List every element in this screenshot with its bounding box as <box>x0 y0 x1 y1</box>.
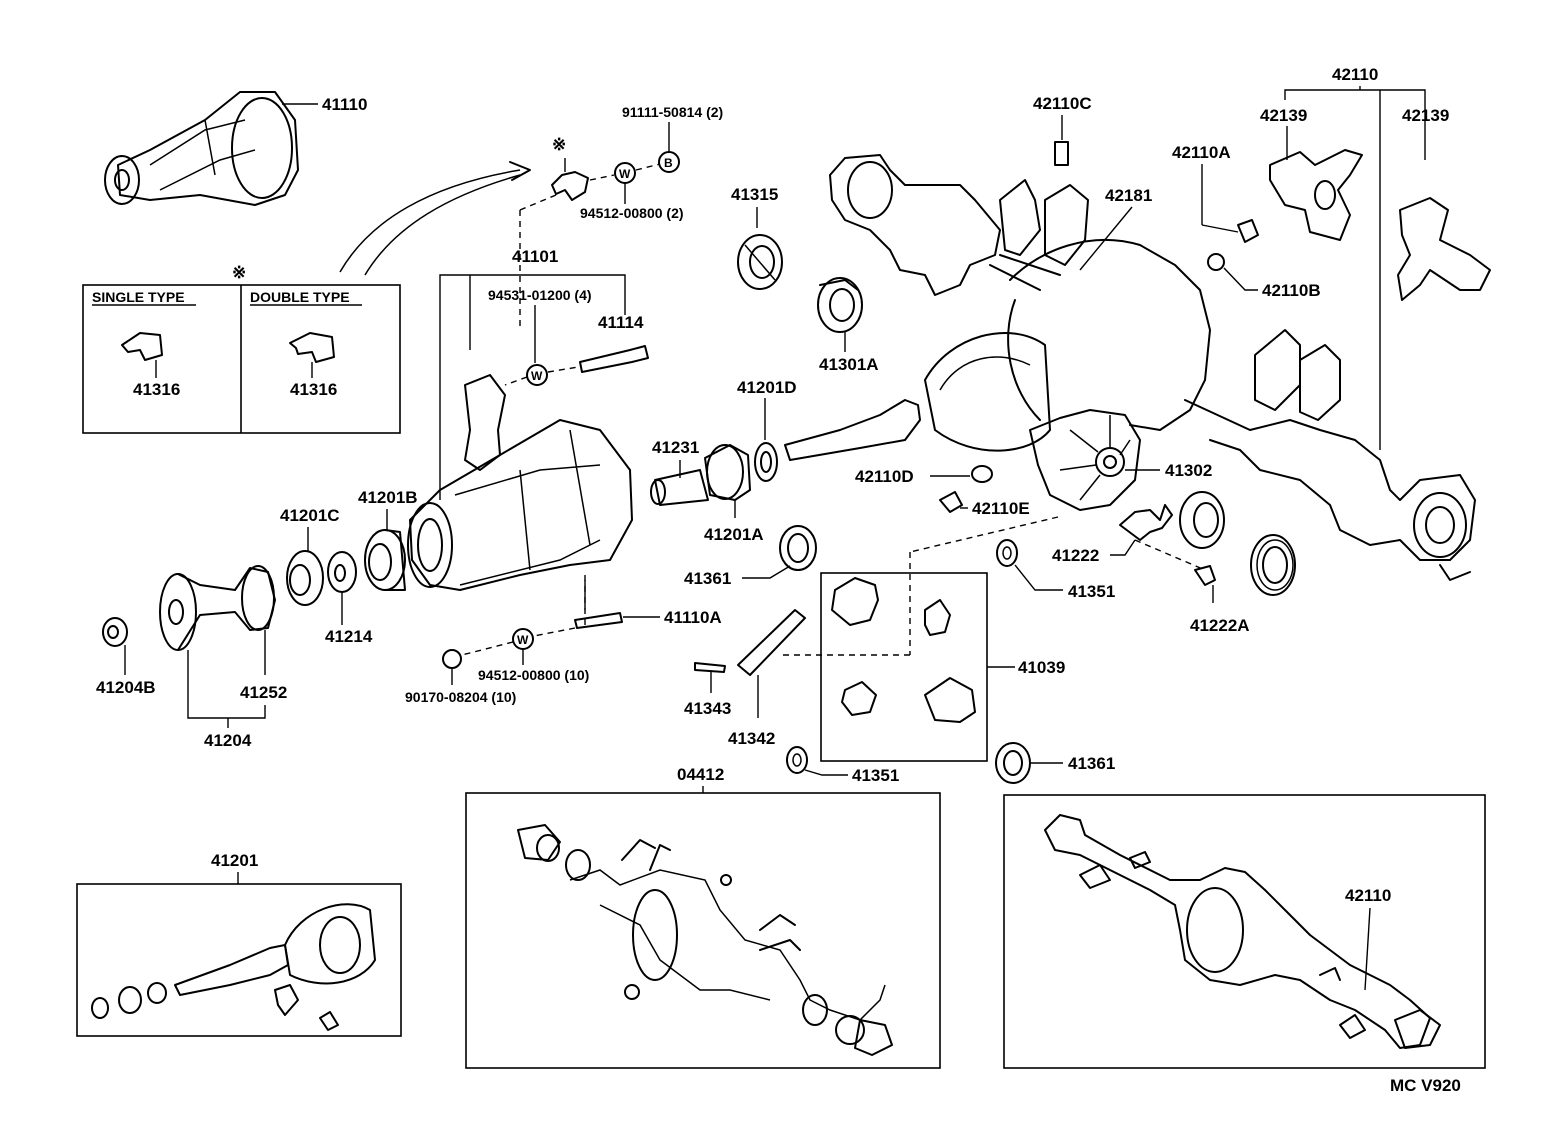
pinion-shaft-41342 <box>737 609 806 676</box>
label-41201C: 41201C <box>280 506 340 525</box>
label-41201D: 41201D <box>737 378 797 397</box>
axle-housing-box-42110 <box>1003 794 1486 1069</box>
bolt-42110E <box>939 491 963 513</box>
spacer-41214 <box>327 551 357 593</box>
gasket-42110B <box>1207 253 1225 271</box>
label-94512-00800-2: 94512-00800 (2) <box>580 205 684 221</box>
axle-housing-42110 <box>829 154 1476 581</box>
label-41201: 41201 <box>211 851 258 870</box>
bolt-41114 <box>579 345 649 373</box>
bearing-41301A <box>817 277 863 333</box>
label-04412: 04412 <box>677 765 724 784</box>
label-42139-right: 42139 <box>1402 106 1449 125</box>
svg-text:W: W <box>517 633 529 647</box>
label-42139-left: 42139 <box>1260 106 1307 125</box>
label-41361-lower: 41361 <box>1068 754 1115 773</box>
lock-plate-41222 <box>1119 504 1173 541</box>
bearing-41201A <box>704 444 751 501</box>
label-41351-upper: 41351 <box>1068 582 1115 601</box>
label-42110-box: 42110 <box>1345 886 1391 905</box>
label-41351-lower: 41351 <box>852 766 899 785</box>
nut-90170 <box>442 649 462 669</box>
label-41222A: 41222A <box>1190 616 1250 635</box>
label-42110B: 42110B <box>1262 281 1321 300</box>
ring-gear-and-pinion <box>784 331 1051 461</box>
label-41201B: 41201B <box>358 488 418 507</box>
bearing-side-2 <box>1250 534 1296 596</box>
washer-41201D <box>754 442 778 482</box>
label-94512-00800-10: 94512-00800 (10) <box>478 667 589 683</box>
label-41110: 41110 <box>322 95 367 114</box>
label-41101: 41101 <box>512 247 558 266</box>
plug-42110A <box>1237 219 1259 243</box>
label-42110-top: 42110 <box>1332 65 1378 84</box>
label-41316-single: 41316 <box>133 380 180 399</box>
label-41361-upper: 41361 <box>684 569 731 588</box>
pin-41343 <box>694 662 726 673</box>
label-41302: 41302 <box>1165 461 1212 480</box>
seal-41361-lower <box>995 742 1031 784</box>
double-type-heading: DOUBLE TYPE <box>250 289 350 305</box>
washer-41351-upper <box>996 539 1018 567</box>
bracket-42139-right <box>1397 197 1491 301</box>
seal-41361 <box>779 525 817 571</box>
asterisk-note-box: ※ <box>232 263 246 282</box>
bearing-41201B <box>364 529 406 591</box>
bracket-42139-left <box>1269 149 1363 241</box>
label-41204: 41204 <box>204 731 252 750</box>
svg-text:B: B <box>664 156 673 170</box>
asterisk-note-bracket: ※ <box>552 135 566 154</box>
label-41343: 41343 <box>684 699 731 718</box>
nut-42110D <box>971 465 993 483</box>
label-42110E: 42110E <box>972 499 1030 518</box>
label-41231: 41231 <box>652 438 699 457</box>
label-41039: 41039 <box>1018 658 1065 677</box>
label-41252: 41252 <box>240 683 287 702</box>
companion-flange-41204 <box>159 565 276 651</box>
svg-text:W: W <box>619 167 631 181</box>
single-type-heading: SINGLE TYPE <box>92 289 185 305</box>
label-41201A: 41201A <box>704 525 764 544</box>
ring-pinion-kit-box-41201 <box>76 883 402 1037</box>
differential-case-41302 <box>1029 409 1141 511</box>
differential-carrier-assembly-41110 <box>104 91 299 206</box>
label-42181: 42181 <box>1105 186 1152 205</box>
bracket-type-box: SINGLE TYPE DOUBLE TYPE 41316 41316 <box>82 284 401 434</box>
label-41342: 41342 <box>728 729 775 748</box>
label-94531-01200: 94531-01200 (4) <box>488 287 592 303</box>
bearing-41315 <box>737 234 783 290</box>
label-41204B: 41204B <box>96 678 156 697</box>
bearing-side-1 <box>1179 491 1225 549</box>
label-91111-50814: 91111-50814 (2) <box>622 104 723 120</box>
label-41315: 41315 <box>731 185 778 204</box>
gasket-kit-box-04412 <box>465 792 941 1069</box>
stud-41110A <box>574 612 623 629</box>
oil-seal-41201C <box>286 550 324 606</box>
bolt-41222A <box>1194 565 1216 586</box>
washer-w-icon <box>526 364 548 386</box>
breather-42110C <box>1054 141 1069 166</box>
spacer-41231 <box>650 469 709 506</box>
svg-text:W: W <box>531 369 543 383</box>
label-42110A: 42110A <box>1172 143 1231 162</box>
gear-kit-box-41039 <box>820 572 988 762</box>
label-41114: 41114 <box>598 313 644 332</box>
label-41110A: 41110A <box>664 608 722 627</box>
diagram-code: MC V920 <box>1390 1076 1461 1095</box>
label-41316-double: 41316 <box>290 380 337 399</box>
label-42110D: 42110D <box>855 467 914 486</box>
washer-41351-lower <box>786 746 808 774</box>
bracket-41316 <box>551 171 589 201</box>
carrier-housing-41101 <box>407 374 633 591</box>
label-41301A: 41301A <box>819 355 879 374</box>
label-90170-08204: 90170-08204 (10) <box>405 689 516 705</box>
label-42110C: 42110C <box>1033 94 1092 113</box>
label-41222: 41222 <box>1052 546 1099 565</box>
label-41214: 41214 <box>325 627 373 646</box>
nut-41204B <box>102 617 128 647</box>
